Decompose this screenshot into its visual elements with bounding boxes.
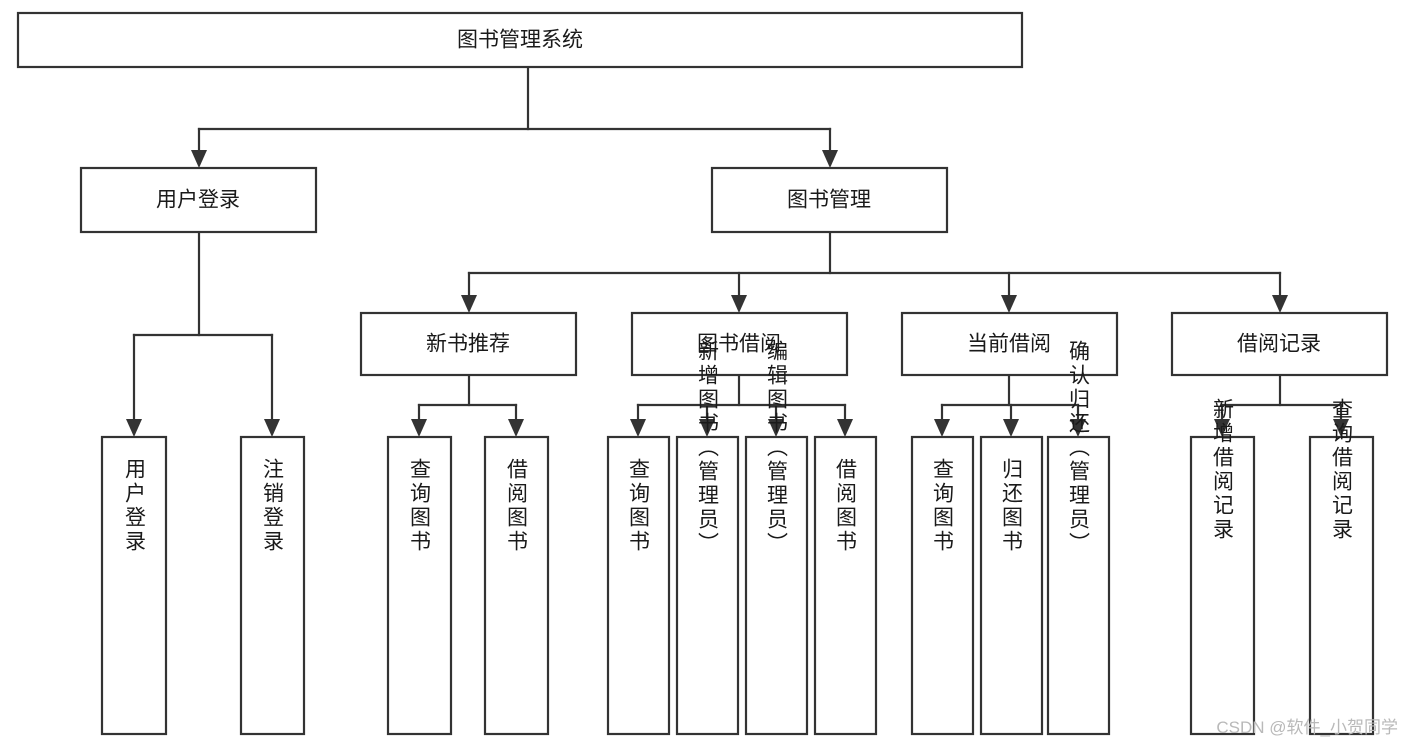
node-leaf-return-book-label: 归还图书 (1000, 458, 1024, 554)
node-borrow-record-box[interactable] (1170, 311, 1389, 377)
node-leaf-borrow-book-2[interactable]: 借阅图书 (813, 435, 878, 736)
connector-group-book-borrow-to-leaves (630, 373, 853, 437)
node-book-borrow-label: 图书借阅 (697, 333, 781, 356)
arrow-head-current-borrow (1001, 295, 1017, 313)
node-leaf-user-login-box[interactable] (100, 435, 168, 736)
node-leaf-edit-book-admin-label: 编辑图书（管理员） (765, 340, 789, 556)
arrow-head-leaf-confirm-return-admin (1070, 419, 1086, 437)
node-leaf-query-book-2[interactable]: 查询图书 (606, 435, 671, 736)
node-leaf-query-borrow-record[interactable]: 查询借阅记录 (1308, 398, 1375, 736)
node-leaf-borrow-book-2-box[interactable] (813, 435, 878, 736)
arrow-head-leaf-return-book (1003, 419, 1019, 437)
arrow-head-book-borrow (731, 295, 747, 313)
arrow-head-leaf-query-book-1 (411, 419, 427, 437)
node-leaf-confirm-return-admin[interactable]: 确认归还（管理员） (1046, 340, 1111, 736)
arrow-head-leaf-query-book-3 (934, 419, 950, 437)
arrow-head-leaf-user-login (126, 419, 142, 437)
node-leaf-query-book-1-box[interactable] (386, 435, 453, 736)
node-leaf-user-login-label: 用户登录 (123, 458, 147, 554)
node-leaf-query-book-3-label: 查询图书 (931, 458, 955, 554)
node-leaf-add-borrow-record-box[interactable] (1189, 435, 1256, 736)
node-leaf-query-book-3[interactable]: 查询图书 (910, 435, 975, 736)
connector-group-current-borrow-to-leaves (934, 373, 1086, 437)
node-user-login-box[interactable] (79, 166, 318, 234)
node-leaf-query-book-2-box[interactable] (606, 435, 671, 736)
node-leaf-add-book-admin[interactable]: 新增图书（管理员） (675, 340, 740, 736)
node-leaf-query-borrow-record-box[interactable] (1308, 435, 1375, 736)
node-leaf-borrow-book-1-box[interactable] (483, 435, 550, 736)
node-leaf-logout-box[interactable] (239, 435, 306, 736)
node-leaf-return-book-box[interactable] (979, 435, 1044, 736)
node-leaf-edit-book-admin[interactable]: 编辑图书（管理员） (744, 340, 809, 736)
node-new-book-recommend[interactable]: 新书推荐 (359, 311, 578, 377)
node-leaf-query-book-3-box[interactable] (910, 435, 975, 736)
arrow-head-user-login (191, 150, 207, 168)
arrow-head-leaf-logout (264, 419, 280, 437)
node-leaf-query-book-1-label: 查询图书 (408, 458, 432, 554)
arrow-head-leaf-borrow-book-1 (508, 419, 524, 437)
connector-group-root-to-level2 (191, 65, 838, 168)
node-root-box[interactable] (16, 11, 1024, 69)
node-leaf-query-book-2-label: 查询图书 (627, 458, 651, 554)
node-user-login[interactable]: 用户登录 (79, 166, 318, 234)
node-leaf-return-book[interactable]: 归还图书 (979, 435, 1044, 736)
arrow-head-leaf-add-borrow-record (1214, 419, 1230, 437)
node-borrow-record-label: 借阅记录 (1237, 333, 1321, 356)
node-leaf-query-borrow-record-label: 查询借阅记录 (1330, 398, 1354, 542)
node-book-manage-box[interactable] (710, 166, 949, 234)
node-leaf-add-borrow-record-label: 新增借阅记录 (1211, 398, 1235, 542)
node-leaf-borrow-book-1-label: 借阅图书 (505, 458, 529, 554)
node-leaf-user-login[interactable]: 用户登录 (100, 435, 168, 736)
node-leaf-borrow-book-1[interactable]: 借阅图书 (483, 435, 550, 736)
arrow-head-leaf-query-borrow-record (1333, 419, 1349, 437)
node-leaf-borrow-book-2-label: 借阅图书 (834, 458, 858, 554)
node-book-manage[interactable]: 图书管理 (710, 166, 949, 234)
arrow-head-leaf-add-book-admin (699, 419, 715, 437)
node-current-borrow-label: 当前借阅 (967, 333, 1051, 356)
node-leaf-confirm-return-admin-label: 确认归还（管理员） (1067, 340, 1091, 556)
node-book-borrow-box[interactable] (630, 311, 849, 377)
node-leaf-add-book-admin-box[interactable] (675, 435, 740, 736)
node-leaf-edit-book-admin-box[interactable] (744, 435, 809, 736)
node-book-borrow[interactable]: 图书借阅 (630, 311, 849, 377)
connector-group-book-manage-to-level3 (461, 230, 1288, 313)
node-root[interactable]: 图书管理系统 (16, 11, 1024, 69)
csdn-watermark: CSDN @软件_小贺同学 (1216, 718, 1398, 737)
node-leaf-logout-label: 注销登录 (261, 458, 285, 554)
node-user-login-label: 用户登录 (156, 189, 240, 212)
arrow-head-book-manage (822, 150, 838, 168)
node-leaf-confirm-return-admin-box[interactable] (1046, 435, 1111, 736)
node-current-borrow-box[interactable] (900, 311, 1119, 377)
node-borrow-record[interactable]: 借阅记录 (1170, 311, 1389, 377)
arrow-head-leaf-borrow-book-2 (837, 419, 853, 437)
node-root-label: 图书管理系统 (457, 29, 583, 52)
arrow-head-borrow-record (1272, 295, 1288, 313)
node-leaf-logout[interactable]: 注销登录 (239, 435, 306, 736)
node-new-book-recommend-box[interactable] (359, 311, 578, 377)
node-leaf-query-book-1[interactable]: 查询图书 (386, 435, 453, 736)
connector-group-user-login-to-leaves (126, 230, 280, 437)
arrow-head-leaf-query-book-2 (630, 419, 646, 437)
node-leaf-add-borrow-record[interactable]: 新增借阅记录 (1189, 398, 1256, 736)
arrow-head-leaf-edit-book-admin (768, 419, 784, 437)
node-current-borrow[interactable]: 当前借阅 (900, 311, 1119, 377)
connector-group-borrow-record-to-leaves (1214, 373, 1349, 437)
node-new-book-recommend-label: 新书推荐 (426, 333, 510, 356)
arrow-head-new-book-recommend (461, 295, 477, 313)
node-leaf-add-book-admin-label: 新增图书（管理员） (696, 340, 720, 556)
connector-group-new-book-recommend-to-leaves (411, 373, 524, 437)
node-book-manage-label: 图书管理 (787, 189, 871, 212)
